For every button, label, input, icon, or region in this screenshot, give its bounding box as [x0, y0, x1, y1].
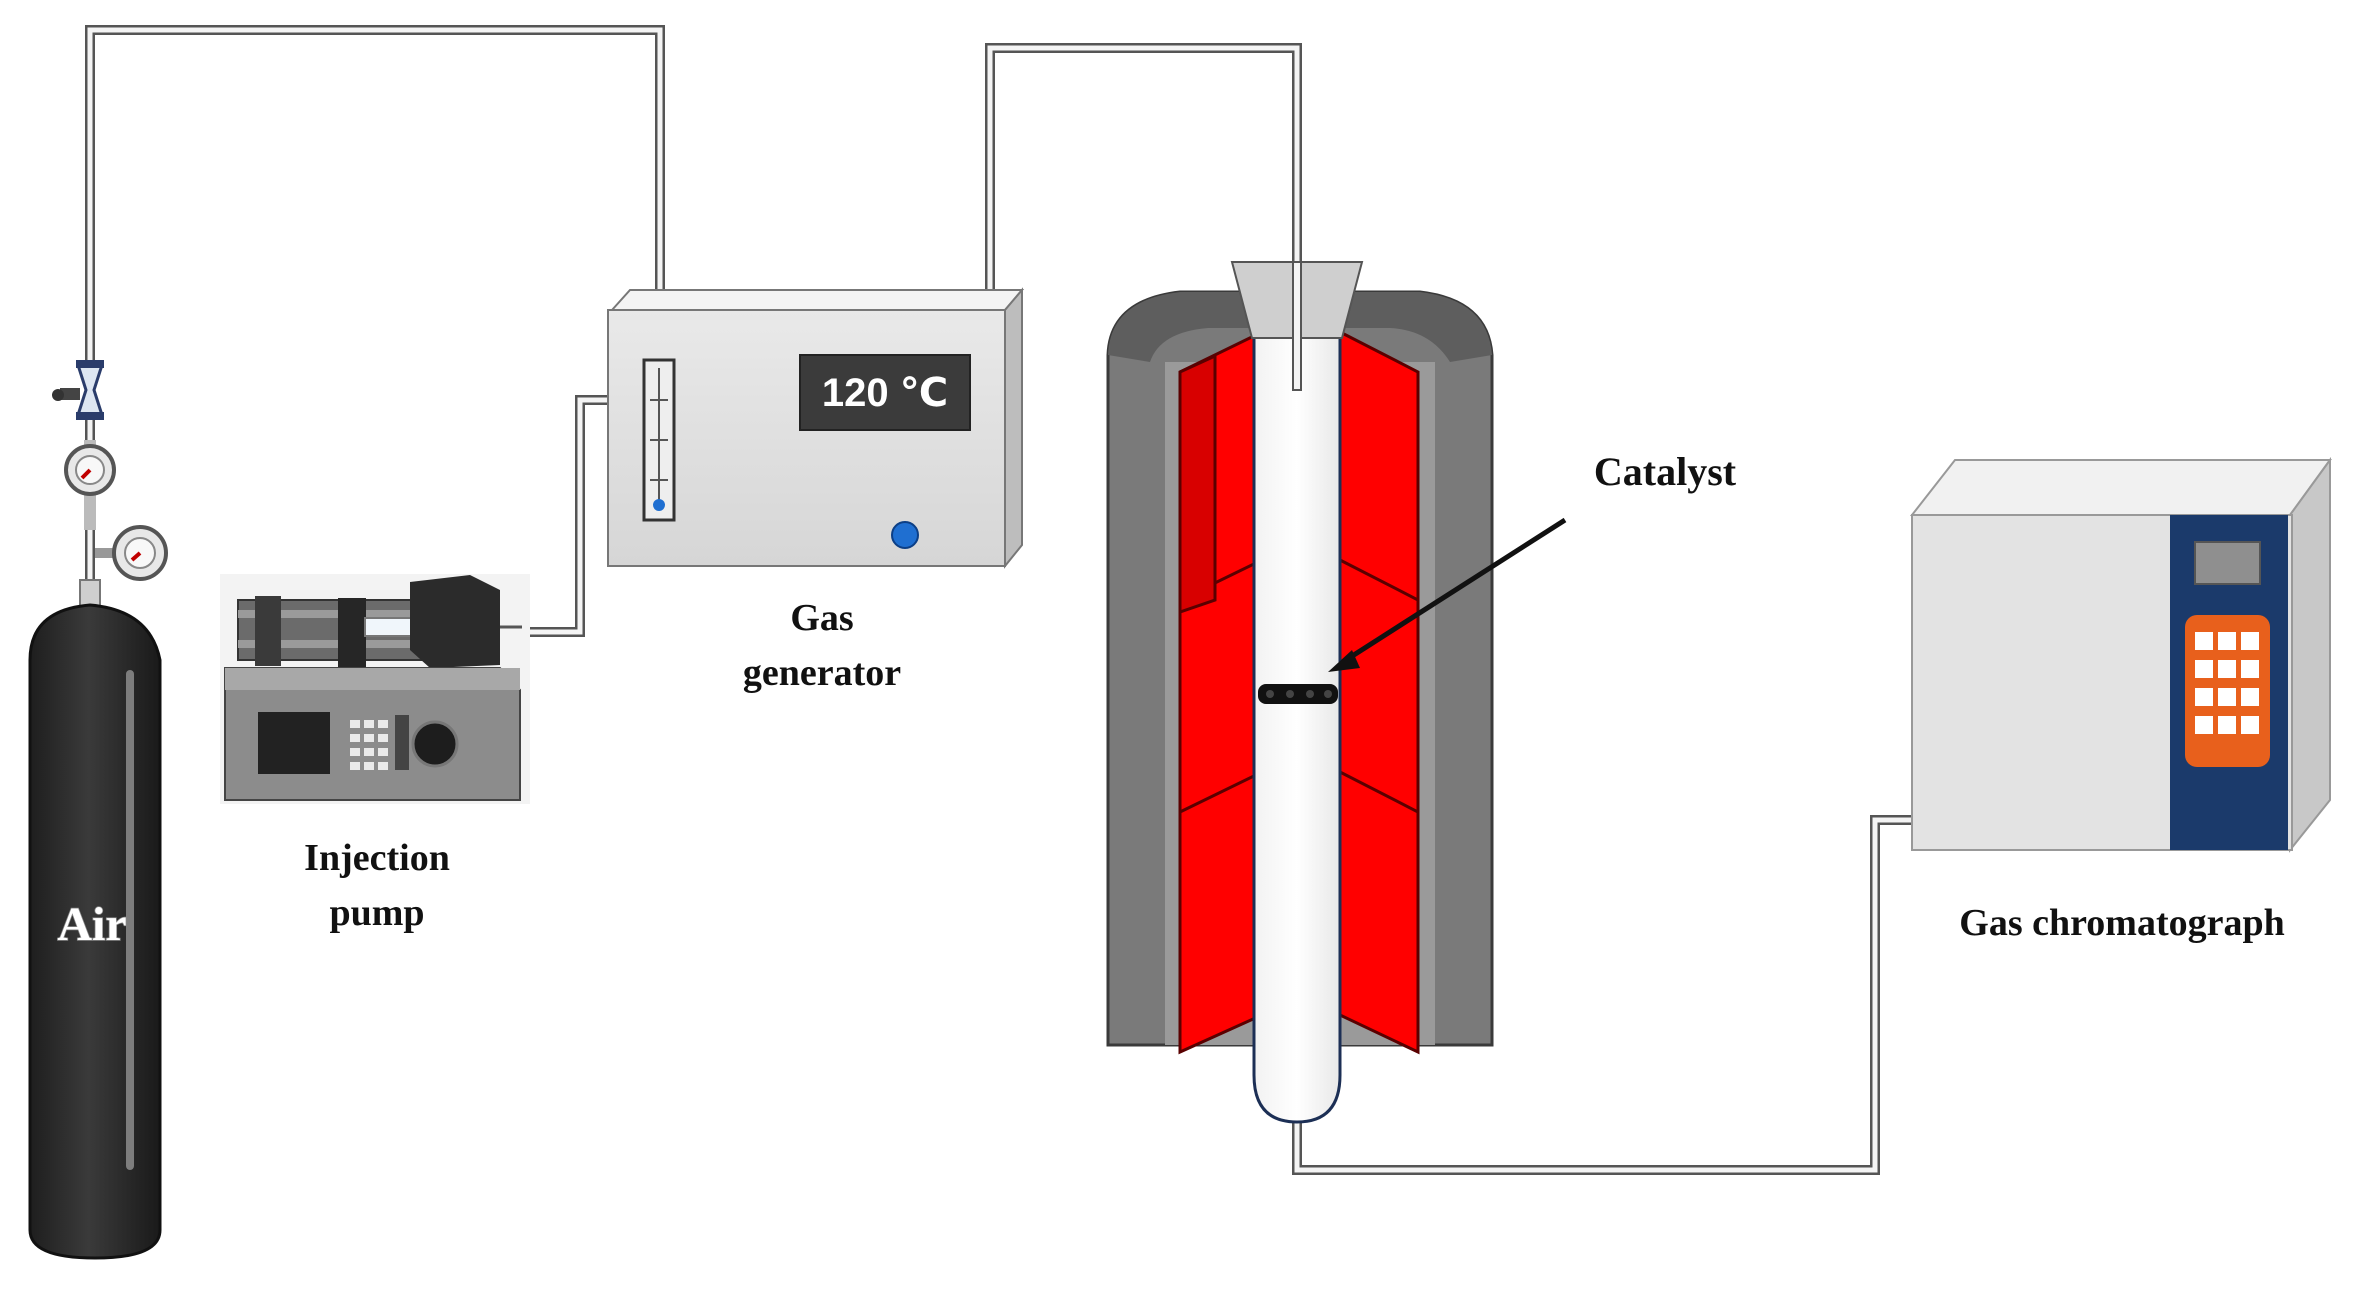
- injection-pump-label-line1: Injection: [304, 837, 450, 879]
- indicator-light: [891, 521, 919, 549]
- pressure-gauge-icon: [64, 440, 116, 530]
- generator-to-reactor-line-bore: [987, 45, 1300, 385]
- pump-to-generator-line: [520, 395, 612, 637]
- catalyst-bed: [1258, 684, 1338, 704]
- temperature-display: [799, 354, 971, 431]
- gas-generator-label-line2: generator: [743, 652, 901, 694]
- reactor-to-gc-line-bore: [1294, 817, 1912, 1173]
- temperature-readout: 120 ℃: [822, 371, 948, 415]
- cylinder-highlight: [126, 670, 134, 1170]
- gas-lines: [85, 25, 1912, 1175]
- air-supply-line: [85, 25, 665, 595]
- air-label: Air: [57, 898, 126, 951]
- pump-to-generator-line-bore: [520, 397, 612, 635]
- injection-pump-label-line2: pump: [329, 892, 424, 934]
- gas-generator: 120 ℃ Gas generator: [607, 287, 1025, 694]
- gas-chromatograph: Gas chromatograph: [1909, 456, 2332, 944]
- tubular-furnace: Catalyst: [1106, 261, 1737, 1124]
- gc-screen: [2194, 541, 2261, 585]
- pump-knob: [411, 720, 459, 768]
- heater-elements-left: [1178, 329, 1264, 1055]
- pump-keypad: [350, 720, 388, 770]
- gas-generator-label-line1: Gas: [790, 597, 853, 639]
- catalyst-arrow: [1344, 517, 1567, 663]
- reactor-tube: [1252, 328, 1342, 1124]
- needle-valve-icon: [52, 360, 105, 420]
- air-cylinder: Air: [28, 360, 168, 1260]
- injection-pump: Injection pump: [220, 574, 530, 934]
- pump-screen: [258, 712, 330, 774]
- air-supply-line-bore: [87, 27, 663, 595]
- catalyst-label: Catalyst: [1594, 449, 1737, 494]
- pressure-gauge-icon: [95, 525, 168, 581]
- gc-keypad-keys: [2195, 632, 2259, 734]
- gas-chromatograph-label: Gas chromatograph: [1959, 902, 2284, 944]
- heater-elements-right: [1338, 329, 1420, 1055]
